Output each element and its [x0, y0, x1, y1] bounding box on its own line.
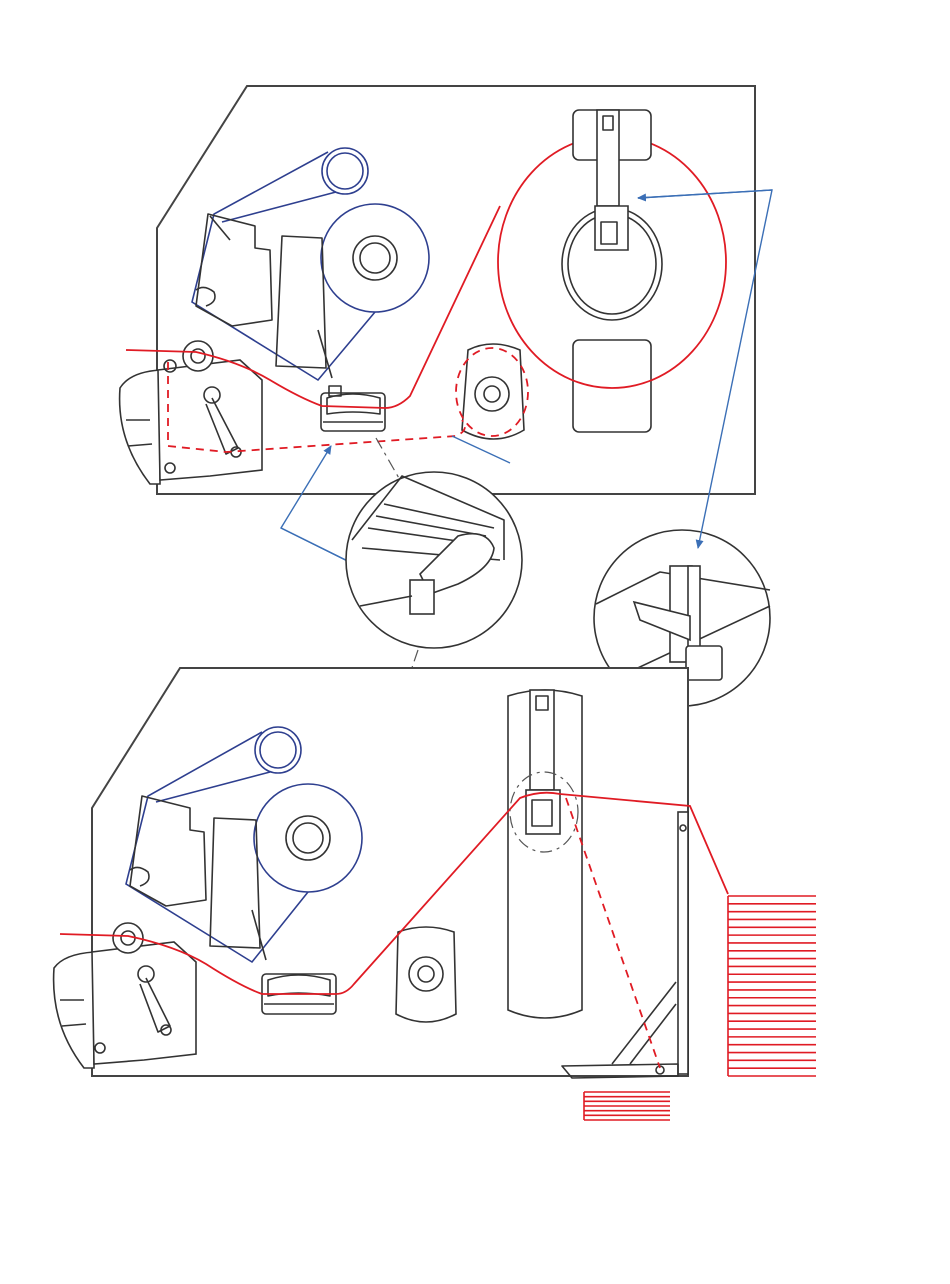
top-rewind-spindle: [456, 344, 528, 439]
fanfold-stack-bottom: [584, 1092, 670, 1120]
bottom-media-guide-post: [508, 690, 582, 1018]
bottom-rewind-spindle: [396, 927, 456, 1022]
bottom-printer-view: [54, 668, 728, 1078]
top-media-guide-arm: [597, 110, 619, 206]
top-platen-mechanism: [120, 341, 262, 484]
bottom-platen-mechanism: [54, 923, 196, 1068]
printhead-detail: [346, 472, 522, 648]
fanfold-stack-right: [728, 896, 816, 1076]
